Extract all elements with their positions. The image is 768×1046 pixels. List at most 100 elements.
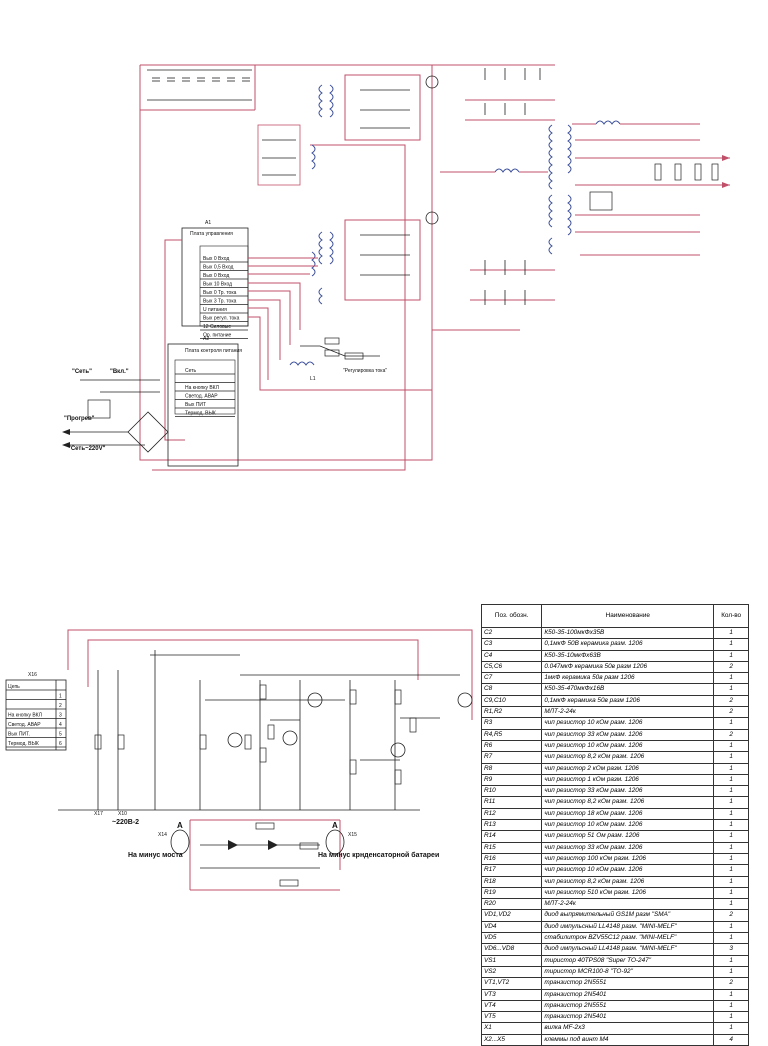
current-sense-section: L1 "Регулировка тока" — [289, 337, 387, 382]
qty-cell: 1 — [713, 638, 749, 651]
designator-cell: R13 — [480, 819, 543, 832]
qty-cell: 1 — [713, 954, 749, 967]
qty-cell: 1 — [713, 626, 749, 640]
designator-cell: C7 — [480, 672, 543, 685]
qty-cell: 2 — [713, 660, 749, 674]
l1-label: L1 — [310, 376, 316, 382]
name-cell: чип резистор 10 кОм разм. 1206 — [541, 819, 715, 832]
qty-cell: 4 — [713, 1033, 749, 1046]
set-label: "Сеть" — [72, 369, 92, 375]
designator-cell: C5,C6 — [480, 660, 543, 674]
name-cell: чип резистор 33 кОм разм. 1206 — [541, 785, 715, 798]
name-cell: чип резистор 1 кОм разм. 1206 — [541, 773, 715, 787]
resistor-symbol — [199, 734, 207, 750]
qty-cell: 1 — [713, 773, 749, 787]
resistor-symbol — [349, 689, 357, 705]
name-cell: 1мкФ керамика 50в разм 1206 — [541, 672, 715, 685]
resistor-symbol — [409, 717, 417, 733]
designator-cell: VD6...VD8 — [480, 943, 543, 956]
designator-cell: X1 — [480, 1022, 543, 1035]
qty-cell: 1 — [713, 841, 749, 854]
designator-cell: R17 — [480, 864, 543, 877]
x16-pin-number: 3 — [59, 713, 62, 719]
x16-pin-number: 4 — [59, 722, 62, 728]
designator-cell: R9 — [480, 773, 543, 787]
designator-cell: R14 — [480, 830, 543, 843]
x16-pin-number: 1 — [59, 694, 62, 700]
name-cell: чип резистор 8,2 кОм разм. 1206 — [541, 751, 715, 764]
designator-cell: C3 — [480, 638, 543, 651]
designator-cell: R3 — [480, 717, 543, 730]
reg-label: "Регулировка тока" — [343, 368, 387, 374]
name-cell: чип резистор 10 кОм разм. 1206 — [541, 717, 715, 730]
a1-row-label: Ор. питание — [203, 333, 232, 339]
qty-cell: 2 — [713, 728, 749, 741]
resistor-symbol — [259, 684, 267, 700]
designator-cell: R4,R5 — [480, 728, 543, 741]
designator-cell: C4 — [480, 649, 543, 662]
name-cell: диод импульсный LL4148 разм. "MINI-MELF" — [541, 943, 715, 956]
x15-label: X15 — [348, 832, 357, 838]
name-cell: транзистор 2N5401 — [541, 988, 715, 1001]
name-cell: чип резистор 10 кОм разм. 1206 — [541, 739, 715, 753]
parts-table-header-row: Поз. обозн. Наименование Кол-во — [480, 604, 749, 628]
battery-minus-label: На минус крнденсаторной батареи — [318, 851, 439, 859]
header-designator: Поз. обозн. — [480, 604, 543, 628]
a1-row-label: Вых регул. тока — [203, 316, 240, 322]
x16-pin-number: 2 — [59, 703, 62, 709]
qty-cell: 1 — [713, 751, 749, 764]
qty-cell: 1 — [713, 819, 749, 832]
designator-cell: R18 — [480, 875, 543, 888]
transformer-t1 — [311, 84, 334, 305]
resistor-symbol — [117, 734, 125, 750]
qty-cell: 1 — [713, 649, 749, 662]
qty-cell: 1 — [713, 785, 749, 798]
designator-cell: VS1 — [480, 954, 543, 967]
name-cell: МЛТ-2-24к — [541, 898, 715, 911]
resistor-symbol — [394, 769, 402, 785]
x16-pin-number: 6 — [59, 741, 62, 747]
a2-row-label: На кнопку ВКЛ — [185, 385, 219, 391]
name-cell: 0.047мкФ керамика 50в разм 1206 — [541, 660, 715, 674]
a1-title: Плата управления — [190, 231, 233, 237]
qty-cell: 1 — [713, 864, 749, 877]
bridge-minus-label: На минус моста — [128, 852, 183, 859]
name-cell: стабилитрон BZV55C12 разм. "MINI-MELF" — [541, 932, 715, 945]
resistor-symbol — [244, 734, 252, 750]
designator-cell: VT5 — [480, 1011, 543, 1024]
designator-cell: R8 — [480, 762, 543, 775]
ammeter-a-left-label: A — [177, 821, 183, 830]
qty-cell: 1 — [713, 672, 749, 685]
name-cell: транзистор 2N5551 — [541, 977, 715, 990]
a2-row-label: Светод. АВАР — [185, 394, 218, 400]
name-cell: 0,1мкФ керамика 50в разм 1206 — [541, 694, 715, 708]
designator-cell: C2 — [480, 626, 543, 640]
qty-cell: 1 — [713, 796, 749, 809]
rectifier-diodes-left — [257, 124, 301, 186]
name-cell: чип резистор 2 кОм разм. 1206 — [541, 762, 715, 775]
monitor-board-schematic: A A X14 X15 X17 X10 ~220В-2 На минус мос… — [5, 629, 473, 891]
qty-cell: 1 — [713, 886, 749, 900]
designator-cell: R10 — [480, 785, 543, 798]
